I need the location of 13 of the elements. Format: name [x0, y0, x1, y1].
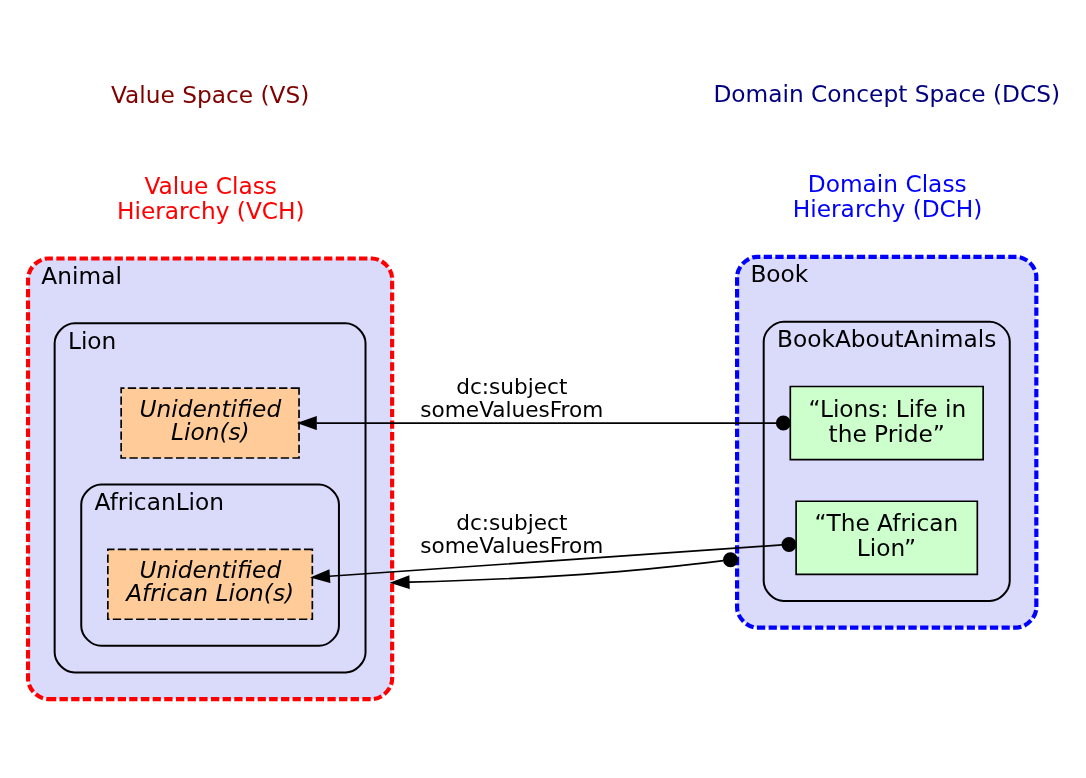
node-box: “Lions: Life in the Pride”	[789, 385, 984, 461]
arrow	[310, 536, 797, 584]
node-box: Unidentified African Lion(s)	[107, 548, 314, 621]
node-label: Domain Class Hierarchy (DCH)	[792, 170, 983, 223]
arrow	[296, 415, 791, 431]
label: Value Space (VS)	[110, 81, 310, 109]
node-box: “The African Lion”	[795, 500, 979, 576]
edge-label: dc:subject someValuesFrom	[420, 510, 604, 559]
node-box: Unidentified Lion(s)	[120, 387, 300, 459]
edge-label: dc:subject someValuesFrom	[420, 373, 604, 423]
label: Domain Concept Space (DCS)	[713, 79, 1061, 107]
node-label: Value Class Hierarchy (VCH)	[116, 171, 305, 224]
arrow	[389, 552, 738, 590]
